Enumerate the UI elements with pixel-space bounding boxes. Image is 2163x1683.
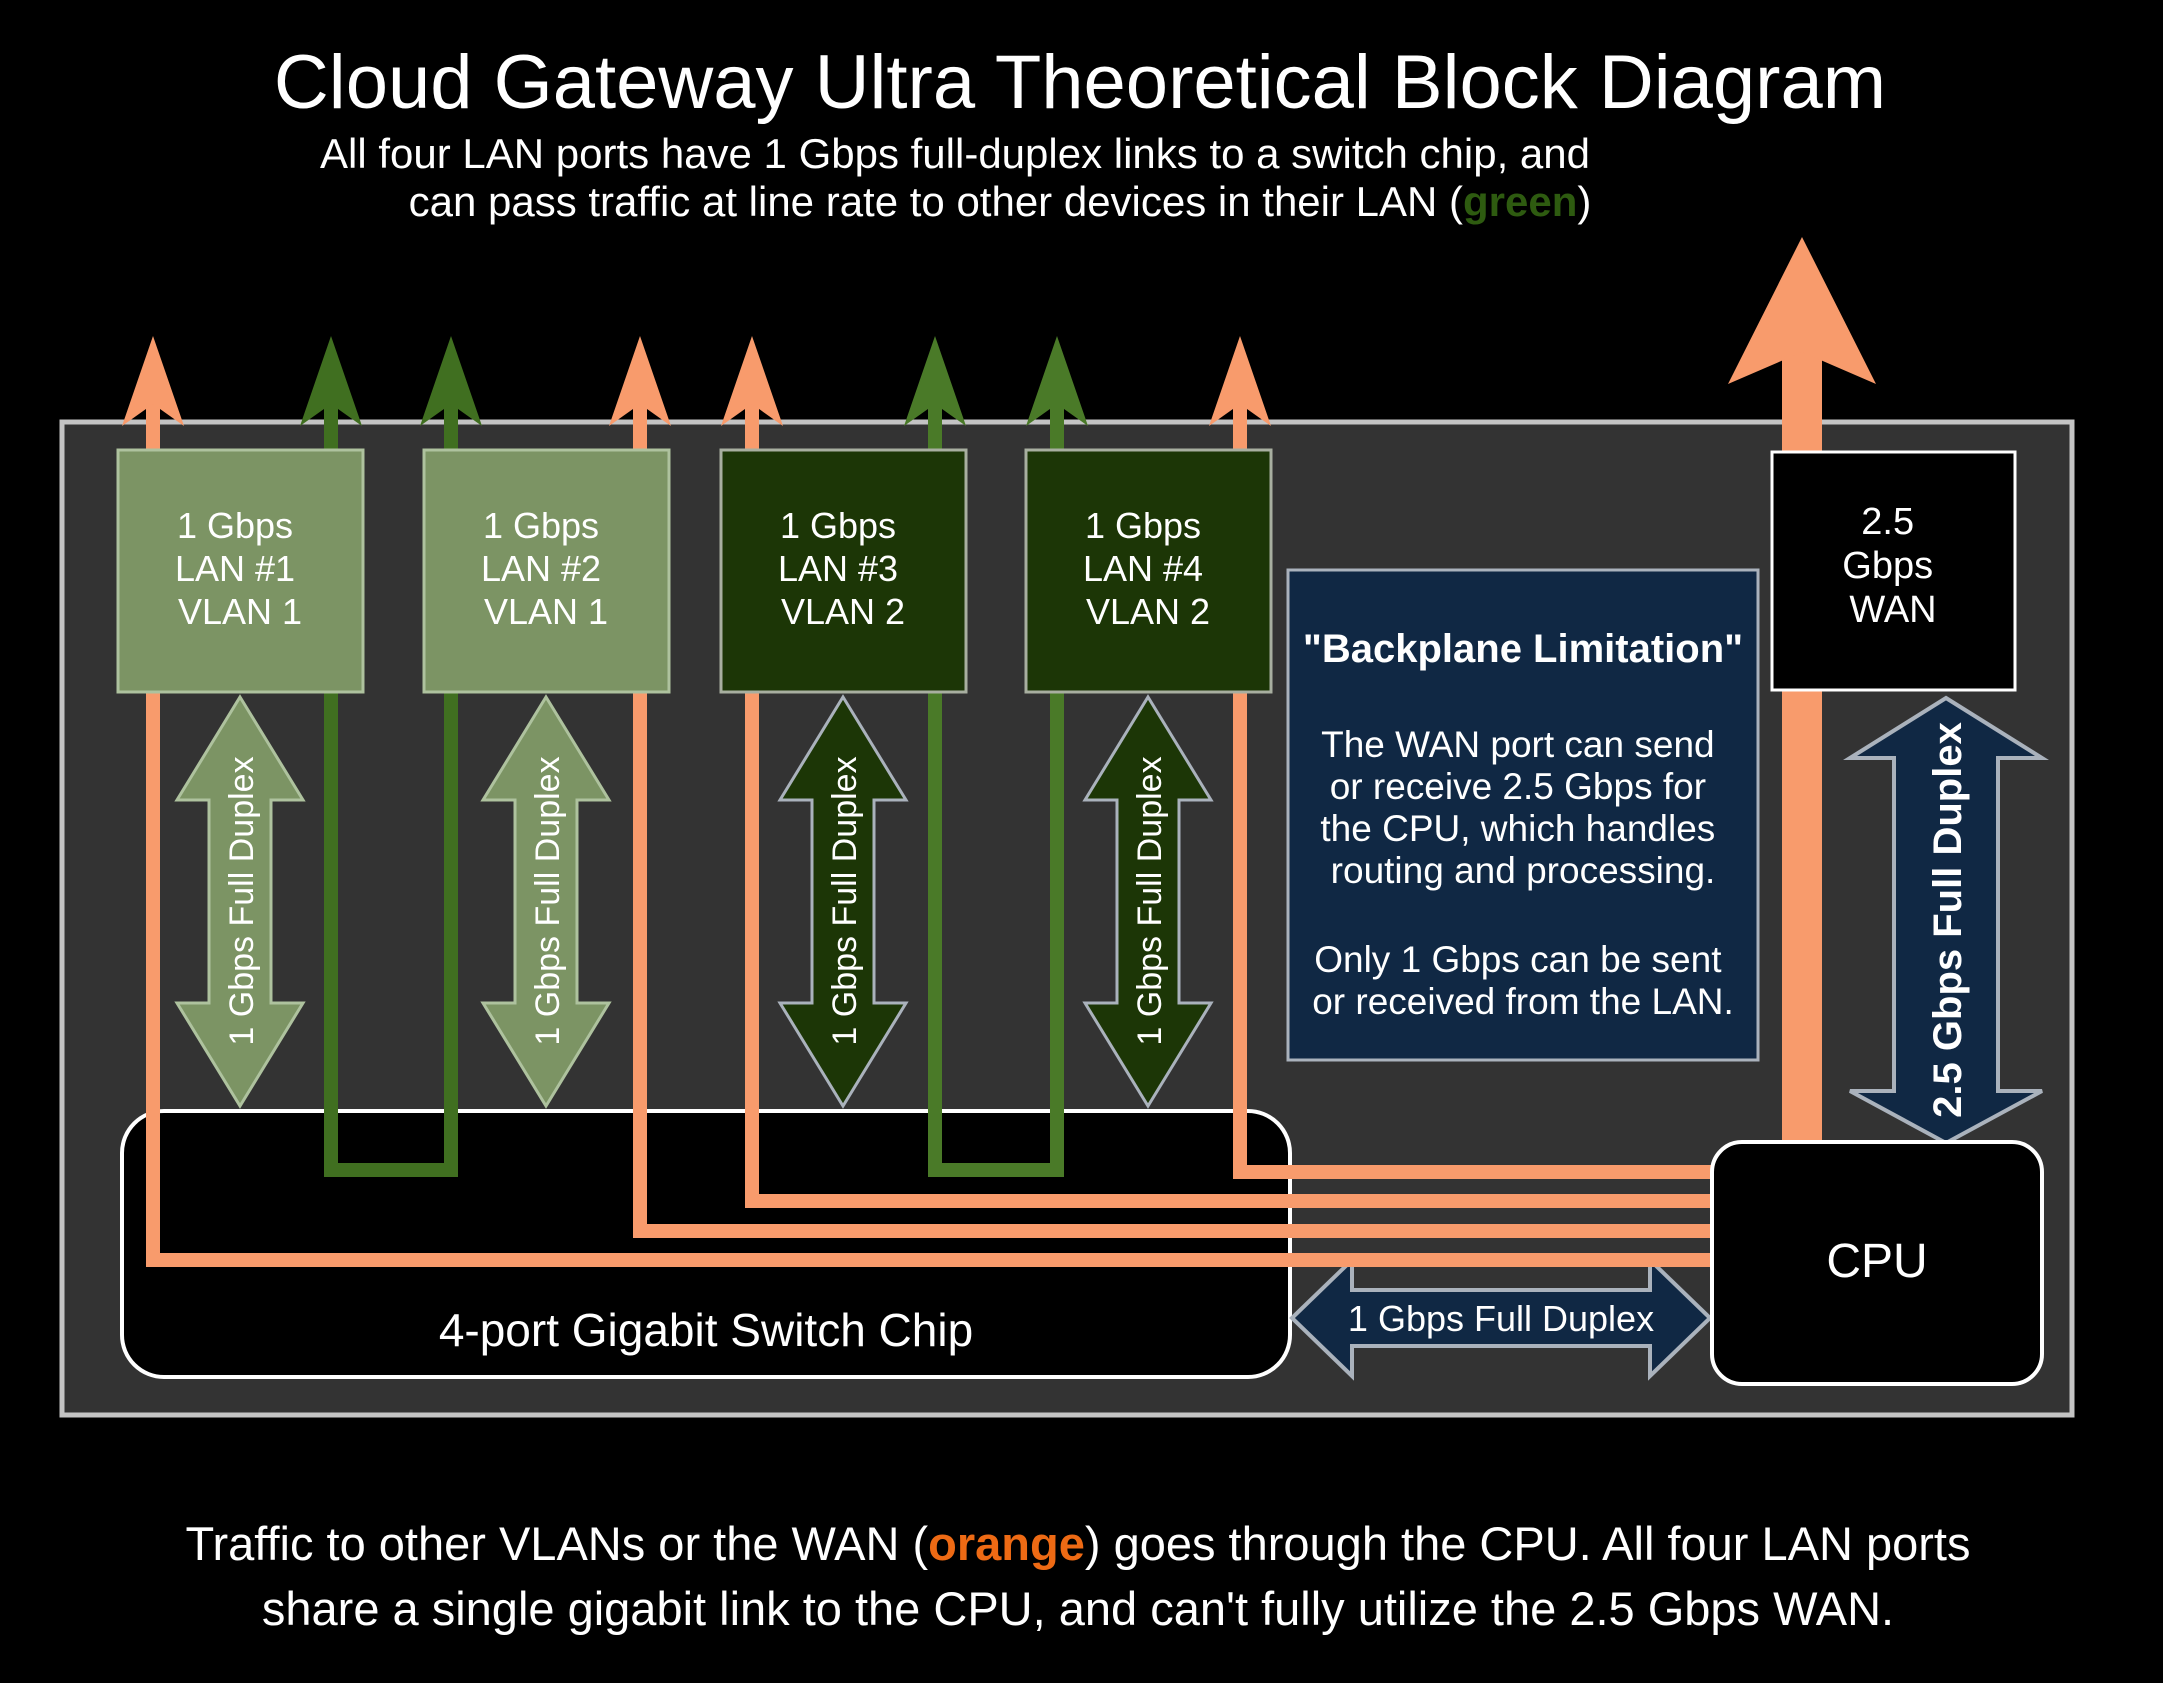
subtitle-line2-prefix: can pass traffic at line rate to other d… bbox=[409, 178, 1463, 225]
cpu-box bbox=[1710, 1140, 2044, 1386]
lan3-orange-arrowhead-icon bbox=[721, 336, 783, 426]
lan4-green-arrowhead-icon bbox=[1026, 336, 1088, 426]
wan-port-label: 2.5 Gbps WAN bbox=[1842, 501, 1943, 631]
footer-line1-prefix: Traffic to other VLANs or the WAN ( bbox=[186, 1517, 929, 1570]
wan-port-box bbox=[1770, 450, 2017, 692]
lan3-port-label: 1 Gbps LAN #3 VLAN 2 bbox=[778, 505, 908, 632]
lan1-duplex-label: 1 Gbps Full Duplex bbox=[223, 756, 261, 1045]
lan4-duplex-arrow-icon bbox=[1082, 694, 1214, 1109]
wan-cpu-duplex-label: 2.5 Gbps Full Duplex bbox=[1926, 722, 1970, 1118]
subtitle-green-word: green bbox=[1463, 178, 1577, 225]
lan2-orange-arrowhead-icon bbox=[609, 336, 671, 426]
lan4-orange-arrowhead-icon bbox=[1209, 336, 1271, 426]
subtitle-line2-suffix: ) bbox=[1577, 178, 1591, 225]
backplane-callout-para2: Only 1 Gbps can be sent or received from… bbox=[1312, 939, 1734, 1022]
subtitle-line2: can pass traffic at line rate to other d… bbox=[409, 178, 1592, 225]
backplane-callout-box bbox=[1286, 568, 1760, 1062]
lan1-orange-arrowhead-icon bbox=[122, 336, 184, 426]
lan4-duplex-label: 1 Gbps Full Duplex bbox=[1131, 756, 1169, 1045]
lan3-port-box bbox=[719, 448, 968, 694]
switch-chip-box bbox=[120, 1109, 1292, 1379]
lan2-port-label: 1 Gbps LAN #2 VLAN 1 bbox=[481, 505, 611, 632]
subtitle-line1: All four LAN ports have 1 Gbps full-dupl… bbox=[320, 130, 1590, 177]
lan1-port-label: 1 Gbps LAN #1 VLAN 1 bbox=[175, 505, 305, 632]
lan4-port-label: 1 Gbps LAN #4 VLAN 2 bbox=[1083, 505, 1213, 632]
footer-orange-word: orange bbox=[928, 1517, 1085, 1570]
switch-chip-label: 4-port Gigabit Switch Chip bbox=[439, 1304, 973, 1356]
lan2-duplex-arrow-icon bbox=[480, 694, 612, 1109]
switch-cpu-duplex-label: 1 Gbps Full Duplex bbox=[1348, 1298, 1654, 1339]
vlan2-switch-link-line bbox=[928, 398, 1064, 1177]
footer-line1: Traffic to other VLANs or the WAN (orang… bbox=[186, 1517, 1971, 1570]
footer-line2: share a single gigabit link to the CPU, … bbox=[262, 1582, 1894, 1635]
page-title: Cloud Gateway Ultra Theoretical Block Di… bbox=[274, 40, 1886, 125]
lan1-duplex-arrow-icon bbox=[174, 694, 306, 1109]
lan1-green-arrowhead-icon bbox=[300, 336, 362, 426]
cpu-label: CPU bbox=[1826, 1235, 1927, 1288]
lan1-port-box bbox=[116, 448, 365, 694]
lan3-green-arrowhead-icon bbox=[904, 336, 966, 426]
backplane-callout-title: "Backplane Limitation" bbox=[1303, 627, 1743, 671]
lan4-port-box bbox=[1024, 448, 1273, 694]
lan3-duplex-label: 1 Gbps Full Duplex bbox=[826, 756, 864, 1045]
lan2-duplex-label: 1 Gbps Full Duplex bbox=[529, 756, 567, 1045]
backplane-callout-para1: The WAN port can send or receive 2.5 Gbp… bbox=[1320, 724, 1725, 891]
vlan1-switch-link-line bbox=[324, 398, 458, 1177]
wan-uplink-arrow-icon bbox=[1728, 237, 1876, 384]
lan2-green-arrowhead-icon bbox=[420, 336, 482, 426]
lan2-port-box bbox=[422, 448, 671, 694]
footer-line1-suffix: ) goes through the CPU. All four LAN por… bbox=[1085, 1517, 1971, 1570]
lan3-duplex-arrow-icon bbox=[777, 694, 909, 1109]
